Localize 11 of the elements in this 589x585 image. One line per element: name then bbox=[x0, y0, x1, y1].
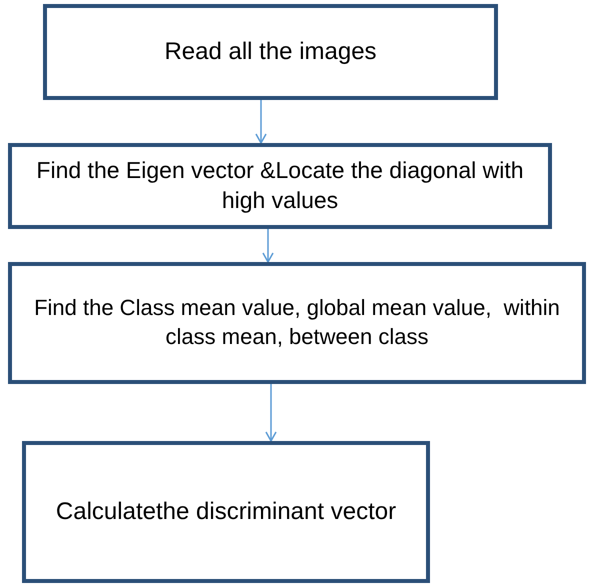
arrow bbox=[262, 229, 274, 263]
process-box bbox=[22, 441, 430, 583]
step-text: Find the Class mean value, global mean value, within class mean, between class bbox=[33, 294, 561, 351]
process-box bbox=[43, 4, 498, 100]
arrow bbox=[265, 384, 277, 442]
step-text: Read all the images bbox=[164, 37, 377, 68]
step-text: Find the Eigen vector &Locate the diagonal with high values bbox=[35, 156, 525, 215]
arrow bbox=[255, 100, 267, 144]
process-box bbox=[8, 143, 552, 229]
step-text: Calculatethe discriminant vector bbox=[56, 497, 396, 528]
process-box bbox=[8, 262, 586, 384]
